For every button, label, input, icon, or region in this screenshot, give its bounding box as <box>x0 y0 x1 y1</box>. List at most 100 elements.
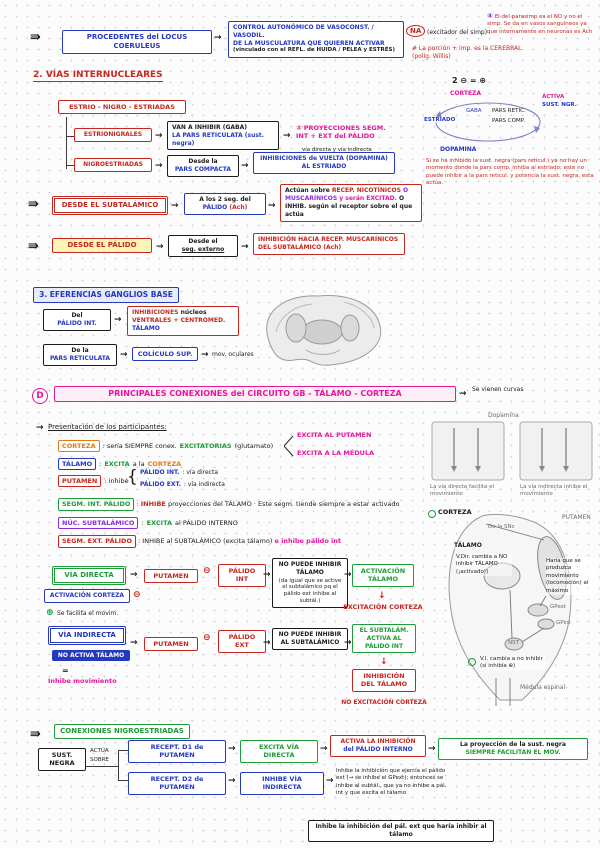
activa-inhibicion-box: ACTIVA LA INHIBICIÓN del PÁLIDO INTERNO <box>330 735 426 757</box>
equals-sign: = <box>62 666 69 675</box>
arrow-right-icon: → <box>263 570 271 580</box>
alos-palido: PÁLIDO <box>202 203 228 211</box>
na-badge: NA <box>406 25 426 37</box>
segext-line1: Desde el <box>188 238 218 245</box>
margin-arrow-icon: ⇛ <box>28 239 39 254</box>
p6-t1: : INHIBE al SUBTALÁMICO (excita tálamo) <box>138 537 273 545</box>
p1-side1: EXCITA AL PUTAMEN <box>297 431 372 439</box>
vd-palido-int-box: PÁLIDO INT <box>218 564 266 587</box>
plus-circle-icon: ⊕ <box>46 608 54 618</box>
p1-side2: EXCITA A LA MÉDULA <box>297 449 375 457</box>
van-line2: LA PARS RETICULATA (sust. negra) <box>172 131 265 147</box>
van-line1: VAN A INHIBIR (GABA) <box>172 124 248 131</box>
arrow-right-icon: → <box>241 161 249 171</box>
via-directa-box: VÍA DIRECTA <box>52 566 126 586</box>
putamen-tag: PUTAMEN <box>58 475 102 487</box>
estrio-nigro-estriadas-box: ESTRIO - NIGRO - ESTRIADAS <box>58 100 186 115</box>
dg-medula-label: Médula espinal <box>520 684 566 691</box>
actuan-d: y serán EXCITAD. <box>339 195 397 203</box>
connector-line <box>66 136 74 138</box>
locus-coeruleus-box: PROCEDENTES del LOCUS COERULEUS <box>62 30 212 55</box>
p5-t3: al PÁLIDO INTERNO <box>175 519 238 527</box>
margin-arrow-icon: ⇛ <box>30 30 41 45</box>
dg-nota1: V.Dir. cambia a NO inhibir TÁLAMO (¡acti… <box>456 554 512 577</box>
corner-note: ④ El del parasimp es el NO y no el simp.… <box>487 12 593 36</box>
segm-int-tag: SEGM. INT. PÁLIDO <box>58 498 135 512</box>
pars-reticulata-box: De la PARS RETICULATA <box>43 344 117 366</box>
p3-opt1b: : vía directa <box>182 469 218 476</box>
dg-corteza-label: CORTEZA <box>438 508 472 516</box>
participant-segm-ext: SEGM. EXT. PÁLIDO : INHIBE al SUBTALÁMIC… <box>58 535 440 549</box>
vi-np-line2: AL SUBTALÁMICO <box>280 638 340 646</box>
control-line3: (vinculado con el REFL. de HUIDA / PELEA… <box>233 47 395 54</box>
dg-talamo-label: TÁLAMO <box>454 542 482 549</box>
desde-palido-box: DESDE EL PÁLIDO <box>52 238 152 254</box>
nota-roja: Si se ha inhibido la sust. negra (pars r… <box>426 158 594 187</box>
p6-t2: e inhibe pálido int <box>274 537 342 545</box>
r1-line2: VENTRALES + CENTROMED. <box>132 317 226 325</box>
proy-line1: La proyección de la sust. negra <box>460 741 566 748</box>
green-marker <box>468 658 476 666</box>
arrow-right-icon: → <box>171 201 179 211</box>
receptores-box: Actúan sobre RECEP. NICOTÍNICOS O MUSCAR… <box>280 184 422 223</box>
desde-line1: Desde la <box>188 158 218 165</box>
putamen-option-1: PÁLIDO INT. : vía directa <box>140 469 218 476</box>
presentacion-heading: Presentación de los participantes: <box>48 423 167 431</box>
proy-line1: ③ PROYECCIONES SEGM. <box>296 124 386 132</box>
hash-note: # La porción + imp. es la CEREBRAL (polí… <box>412 45 522 61</box>
proy-line2: SIEMPRE FACILITAN EL MOV. <box>465 748 561 756</box>
dos-segmentos-palido-box: A los 2 seg. del PÁLIDO (Ach) <box>184 193 266 215</box>
activacion-corteza-box: ACTIVACIÓN CORTEZA <box>44 589 130 603</box>
segext-line2: seg. externo <box>181 245 225 253</box>
participant-talamo: TÁLAMO : EXCITA a la CORTEZA <box>58 458 181 470</box>
p2-t1: : <box>99 460 102 468</box>
corner-number: ④ <box>487 12 493 20</box>
p3-opt2a: PÁLIDO EXT. <box>140 481 181 488</box>
proy-sub: vía directa y vía indirecta <box>302 147 372 153</box>
p1-t3: (glutamato) <box>234 442 274 450</box>
diagram-estriado-label: ESTRIADO <box>424 117 456 123</box>
arrow-right-icon: → <box>283 131 291 141</box>
arrow-right-icon: → <box>326 776 334 786</box>
minus-circle-icon: ⊖ <box>203 633 211 643</box>
actuan-c: O MUSCARÍNICOS <box>285 187 409 203</box>
bottom-summary-box: Inhibe la inhibición del pál. ext que ha… <box>308 820 494 842</box>
brace: { <box>127 467 138 487</box>
control-line1: CONTROL AUTONÓMICO DE VASOCONST. / VASOD… <box>233 24 374 39</box>
section3-title: 3. EFERENCIAS GANGLIOS BASE <box>33 287 179 303</box>
activacion-talamo-box: ACTIVACIÓN TÁLAMO <box>352 564 414 587</box>
vi-palido-ext-box: PÁLIDO EXT <box>218 630 266 653</box>
inhib-line2: AL ESTRIADO <box>301 162 347 170</box>
arrow-right-icon: → <box>344 570 352 580</box>
brain-sections-figure <box>266 295 382 366</box>
activa-line1: ACTIVA LA INHIBICIÓN <box>340 738 416 745</box>
proyecciones-note: ③ PROYECCIONES SEGM. INT + EXT del PÁLID… <box>296 124 400 141</box>
vd-putamen-box: PUTAMEN <box>144 569 198 584</box>
seg-externo-box: Desde el seg. externo <box>168 235 238 257</box>
p4-t3: proyecciones del TÁLAMO · Este segm. tie… <box>167 500 400 508</box>
vi-no-puede-inhibir-box: NO PUEDE INHIBIR AL SUBTALÁMICO <box>272 628 348 650</box>
green-marker <box>428 510 436 518</box>
actua-label: ACTÚA <box>90 748 109 754</box>
p2-t3: a la <box>132 460 145 468</box>
no-activa-talamo-box: NO ACTIVA TÁLAMO <box>52 650 130 661</box>
van-inhibir-box: VAN A INHIBIR (GABA) LA PARS RETICULATA … <box>167 121 279 151</box>
margin-arrow-icon: ⇛ <box>28 197 39 212</box>
connector-line <box>118 780 128 782</box>
p2-t2: EXCITA <box>104 460 130 468</box>
sust-negra-box: SUST. NEGRA <box>38 748 86 771</box>
inhibe-via-indirecta-box: INHIBE VÍA INDIRECTA <box>240 772 324 795</box>
diagram-pars-retic-label: PARS RETIC. <box>492 108 526 114</box>
dg-gpint-label: GPint <box>556 620 571 626</box>
p4-t1: : <box>136 500 139 508</box>
section-d-title: PRINCIPALES CONEXIONES del CIRCUITO GB -… <box>54 386 456 403</box>
squiggle-arrow-icon: ⇝ <box>459 389 467 399</box>
dg-nst-label: NST <box>508 640 519 646</box>
nigroestriadas-box: NIGROESTRIADAS <box>74 158 152 172</box>
desde-line2: PARS COMPACTA <box>174 165 232 173</box>
arrow-right-icon: → <box>228 776 236 786</box>
circuit-diagram: Dopamina La vía directa facilita el movi… <box>426 412 598 714</box>
control-line2: DE LA MUSCULATURA QUE QUIEREN ACTIVAR <box>233 39 385 47</box>
arrow-right-icon: → <box>228 744 236 754</box>
dg-putamen-label: PUTAMEN <box>562 514 591 521</box>
